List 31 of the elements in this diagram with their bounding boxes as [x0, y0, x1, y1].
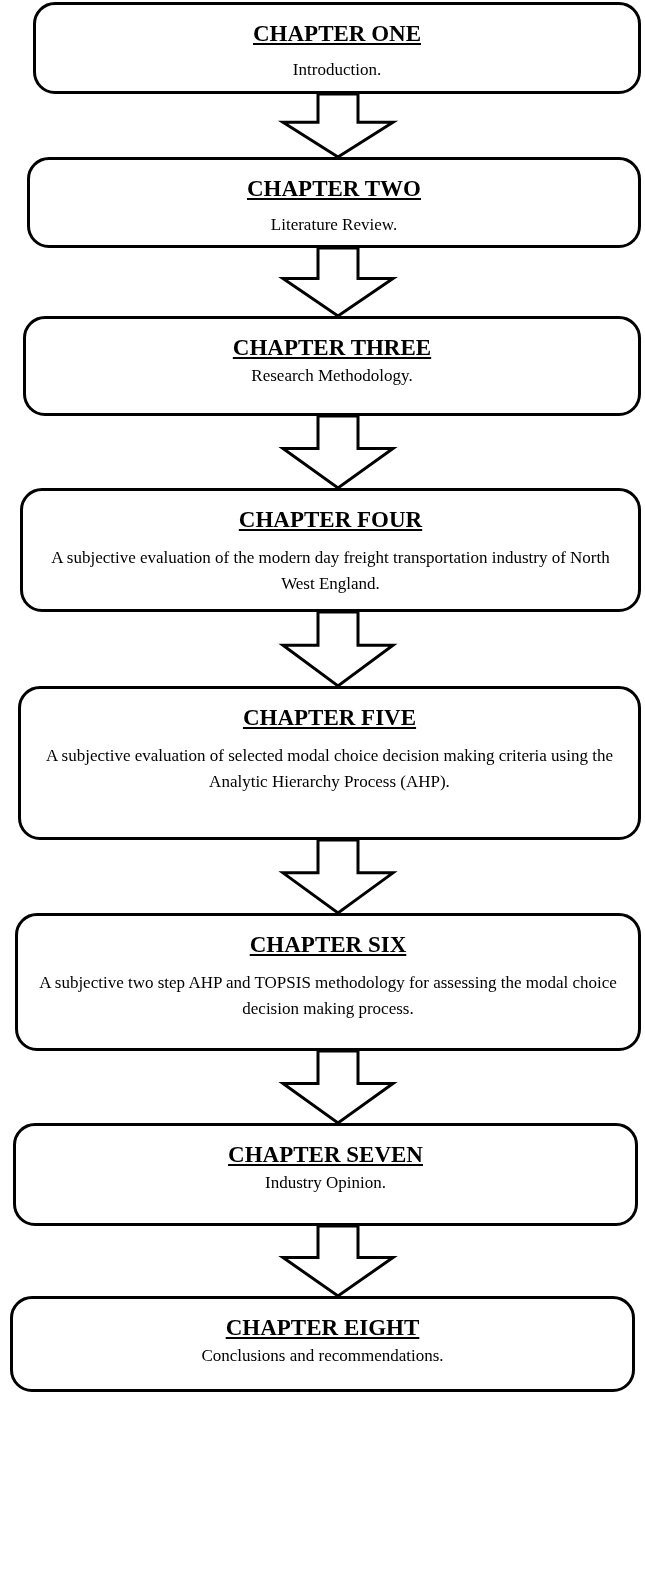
block-arrow — [278, 414, 398, 490]
chapter-description: A subjective evaluation of the modern day freight transportation industry of North West England. — [50, 547, 611, 595]
chapter-description: Industry Opinion. — [265, 1172, 386, 1194]
chapter-description: Research Methodology. — [251, 365, 413, 387]
chapter-box — [20, 488, 641, 612]
chapter-box — [10, 1296, 635, 1392]
chapter-heading: CHAPTER SIX — [249, 932, 407, 958]
chapter-box — [18, 686, 641, 840]
chapter-box — [13, 1123, 638, 1226]
chapter-description: A subjective evaluation of selected modal choice decision making criteria using the Analytic Hierarchy Process (AHP). — [45, 745, 614, 793]
chapter-description: Conclusions and recommendations. — [201, 1345, 444, 1367]
chapter-heading: CHAPTER TWO — [247, 176, 421, 202]
chapter-heading: CHAPTER ONE — [252, 21, 421, 47]
block-arrow — [277, 92, 399, 159]
chapter-heading: CHAPTER EIGHT — [225, 1315, 420, 1341]
block-arrow — [278, 610, 398, 688]
chapter-heading: CHAPTER SEVEN — [228, 1142, 423, 1168]
chapter-heading: CHAPTER FIVE — [242, 705, 417, 731]
chapter-box — [33, 2, 641, 94]
chapter-box — [15, 913, 641, 1051]
chapter-box — [27, 157, 641, 248]
chapter-box — [23, 316, 641, 416]
chapter-description: Literature Review. — [270, 214, 398, 236]
block-arrow — [278, 1049, 398, 1125]
chapter-heading: CHAPTER THREE — [232, 335, 432, 361]
chapter-heading: CHAPTER FOUR — [238, 507, 423, 533]
chapter-description: Introduction. — [292, 59, 382, 81]
block-arrow — [278, 1224, 398, 1298]
chapter-description: A subjective two step AHP and TOPSIS methodology for assessing the modal choice decision making process. — [38, 972, 618, 1020]
block-arrow — [278, 838, 398, 915]
block-arrow — [278, 246, 398, 318]
